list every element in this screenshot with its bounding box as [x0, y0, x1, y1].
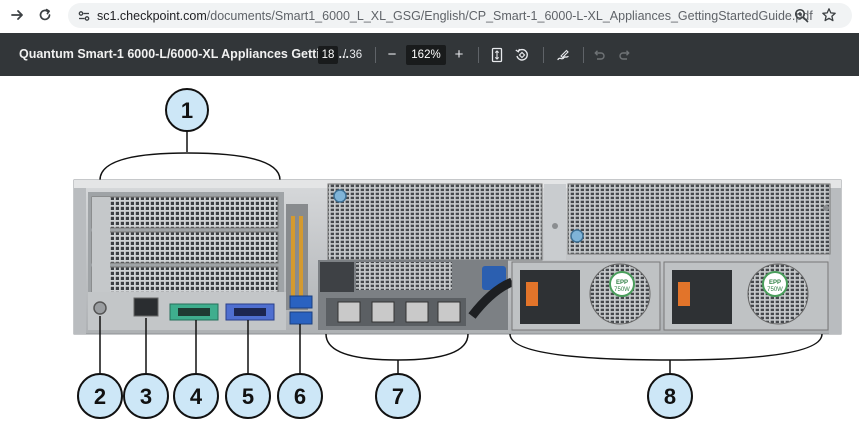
star-icon[interactable] [821, 7, 837, 23]
power-button [93, 301, 107, 315]
browser-address-bar: sc1.checkpoint.com/documents/Smart1_6000… [0, 0, 859, 31]
callout-7-label: 7 [392, 384, 404, 409]
callout-2: 2 [77, 316, 123, 419]
page-total: / 36 [343, 49, 363, 61]
toolbar-divider [375, 47, 376, 63]
callout-5: 5 [225, 320, 271, 419]
zoom-input[interactable]: 162% [406, 45, 446, 65]
callout-4-label: 4 [190, 384, 203, 409]
document-title: Quantum Smart-1 6000-L/6000-XL Appliance… [19, 47, 349, 61]
callout-8-label: 8 [664, 384, 676, 409]
rear-io-panel [88, 292, 313, 330]
zoom-icon[interactable] [794, 8, 809, 23]
pen-icon [557, 49, 569, 61]
power-supplies: EPP 750W EPP 750W [511, 261, 829, 331]
url-bar[interactable]: sc1.checkpoint.com/documents/Smart1_6000… [68, 3, 852, 28]
callout-6: 6 [277, 324, 323, 419]
upper-vent [327, 183, 831, 261]
fit-page-button[interactable] [486, 44, 508, 66]
reload-icon [39, 8, 51, 21]
callout-1-label: 1 [181, 98, 193, 123]
callout-3: 3 [123, 318, 169, 419]
psu-epp-label: EPP [616, 280, 628, 286]
callout-5-label: 5 [242, 384, 254, 409]
callout-1: 1 [99, 88, 281, 181]
callout-4: 4 [173, 320, 219, 419]
url-path: /documents/Smart1_6000_L_XL_GSG/English/… [206, 8, 813, 23]
pcie-slots [88, 192, 308, 310]
redo-button[interactable] [614, 44, 636, 66]
undo-icon [594, 50, 605, 60]
toolbar-divider [543, 47, 544, 63]
back-button[interactable] [6, 4, 28, 26]
callout-3-label: 3 [140, 384, 152, 409]
url-text[interactable]: sc1.checkpoint.com/documents/Smart1_6000… [97, 9, 813, 23]
pdf-toolbar: Quantum Smart-1 6000-L/6000-XL Appliance… [0, 33, 859, 76]
toolbar-divider [478, 47, 479, 63]
fit-page-icon [491, 47, 503, 63]
callout-8: 8 [509, 333, 823, 419]
url-host: sc1.checkpoint.com [97, 8, 207, 23]
rotate-button[interactable] [511, 44, 533, 66]
reload-button[interactable] [34, 4, 56, 26]
callout-2-label: 2 [94, 384, 106, 409]
usb-port [289, 311, 313, 325]
toolbar-divider [583, 47, 584, 63]
zoom-out-button[interactable]: − [387, 46, 397, 63]
callout-7: 7 [325, 333, 469, 419]
site-settings-icon[interactable] [77, 9, 91, 23]
appliance-back-panel-figure: 1 [73, 88, 842, 419]
undo-button[interactable] [588, 44, 610, 66]
annotate-button[interactable] [552, 44, 574, 66]
psu-watt-label: 750W [614, 287, 630, 293]
psu-watt-label: 750W [767, 287, 783, 293]
management-port [133, 297, 159, 317]
redo-icon [619, 50, 630, 60]
callout-6-label: 6 [294, 384, 306, 409]
arrow-right-icon [11, 10, 23, 20]
psu-epp-label: EPP [769, 280, 781, 286]
zoom-in-button[interactable]: + [454, 46, 464, 63]
page-number-input[interactable]: 18 [318, 46, 338, 64]
network-module-area [318, 260, 514, 330]
usb-port [289, 295, 313, 309]
pdf-page: 1 [0, 76, 859, 433]
rotate-icon [515, 48, 528, 61]
